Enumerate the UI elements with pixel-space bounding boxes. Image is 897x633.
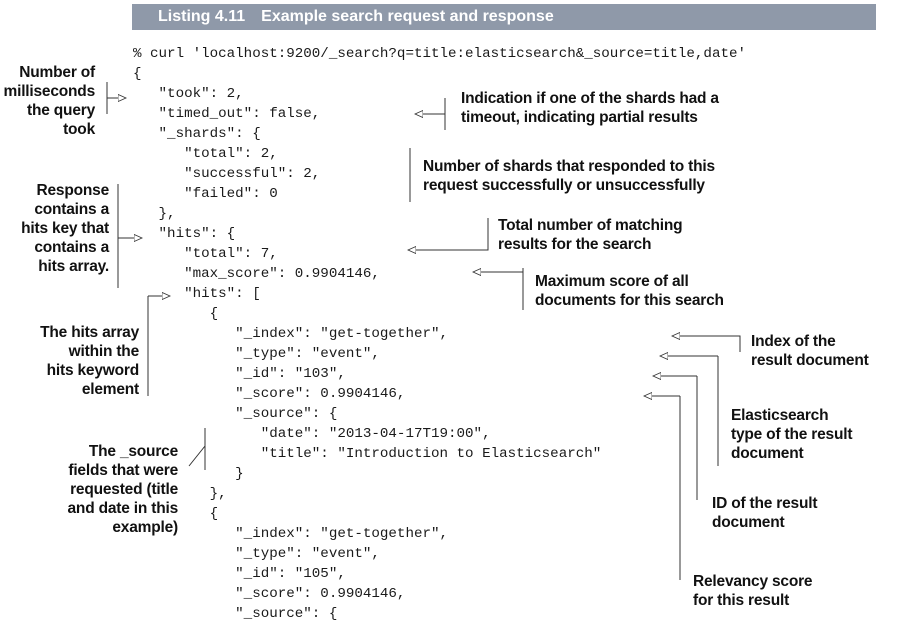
callout-took	[106, 82, 126, 114]
code-line: "total": 2,	[133, 146, 278, 162]
note-max-score: Maximum score of all documents for this s…	[535, 272, 724, 310]
annotation-line: Elasticsearch	[731, 407, 829, 424]
annotation-line: document	[731, 445, 804, 462]
annotation-line: Total number of matching	[498, 217, 683, 234]
annotation-line: for this result	[693, 592, 790, 609]
code-line: "hits": {	[133, 226, 236, 242]
callout-hits-key	[117, 184, 142, 288]
note-timed-out: Indication if one of the shards had a tim…	[461, 89, 719, 127]
note-took: Number of milliseconds the query took	[0, 63, 96, 139]
annotation-line: The _source	[88, 443, 178, 460]
code-line: "_source": {	[133, 406, 338, 422]
annotation-line: request successfully or unsuccessfully	[423, 177, 705, 194]
annotation-line: document	[712, 514, 785, 531]
code-line: "max_score": 0.9904146,	[133, 266, 380, 282]
code-line: "_type": "event",	[133, 346, 380, 362]
note-score: Relevancy score for this result	[693, 572, 813, 610]
code-line: "_index": "get-together",	[133, 326, 449, 342]
annotation-line: ID of the result	[712, 495, 818, 512]
listing-number: Listing 4.11	[158, 8, 246, 25]
annotation-line: Number of	[19, 64, 95, 81]
annotation-line: took	[63, 121, 95, 138]
annotation-line: hits key that	[21, 220, 109, 237]
note-index: Index of the result document	[751, 332, 869, 370]
annotation-line: Number of shards that responded to this	[423, 158, 715, 175]
annotation-line: within the	[68, 343, 140, 360]
annotation-line: documents for this search	[535, 292, 724, 309]
annotation-line: contains a	[34, 201, 109, 218]
annotation-line: requested (title	[70, 481, 178, 498]
annotation-line: and date in this	[67, 500, 179, 517]
annotation-line: fields that were	[68, 462, 178, 479]
annotation-line: the query	[27, 102, 95, 119]
code-line: "_type": "event",	[133, 546, 380, 562]
code-line: "_source": {	[133, 606, 338, 622]
code-line: "took": 2,	[133, 86, 244, 102]
callout-score	[644, 396, 681, 580]
annotation-line: example)	[112, 519, 178, 536]
code-line: "_shards": {	[133, 126, 261, 142]
annotation-line: hits keyword	[46, 362, 140, 379]
annotation-line: results for the search	[498, 236, 652, 253]
annotation-line: timeout, indicating partial results	[461, 109, 698, 126]
curl-command: % curl 'localhost:9200/_search?q=title:e…	[133, 46, 746, 62]
callout-index	[672, 336, 741, 352]
listing-title: Example search request and response	[261, 8, 554, 25]
annotation-line: Relevancy score	[693, 573, 813, 590]
callout-id	[653, 376, 698, 500]
code-line: },	[133, 486, 227, 502]
code-line: "timed_out": false,	[133, 106, 321, 122]
code-line: {	[133, 306, 219, 322]
annotation-line: element	[81, 381, 139, 398]
annotation-line: milliseconds	[3, 83, 96, 100]
annotation-line: Maximum score of all	[535, 273, 689, 290]
note-type: Elasticsearch type of the result document	[731, 406, 852, 463]
annotation-line: hits array.	[38, 258, 109, 275]
listing-header: Listing 4.11 Example search request and …	[132, 4, 876, 30]
code-line: "_score": 0.9904146,	[133, 586, 406, 602]
annotation-line: The hits array	[40, 324, 139, 341]
callout-max-score	[473, 268, 524, 310]
code-line: {	[133, 506, 219, 522]
code-line: },	[133, 206, 176, 222]
code-line: "hits": [	[133, 286, 261, 302]
callout-type	[660, 356, 719, 466]
annotation-line: Indication if one of the shards had a	[461, 90, 719, 107]
callout-timed-out	[415, 98, 446, 130]
code-line: {	[133, 66, 142, 82]
annotation-line: contains a	[34, 239, 109, 256]
code-line: "successful": 2,	[133, 166, 321, 182]
note-hits-array: The hits array within the hits keyword elem…	[0, 323, 139, 399]
callout-hits-array	[147, 296, 170, 396]
code-line: "_score": 0.9904146,	[133, 386, 406, 402]
annotation-line: Response	[36, 182, 110, 199]
code-line: "total": 7,	[133, 246, 278, 262]
note-hits-key: Response contains a hits key that contains …	[0, 181, 109, 276]
callout-total	[408, 218, 489, 250]
note-total: Total number of matching results for the …	[498, 216, 683, 254]
code-line: "failed": 0	[133, 186, 278, 202]
code-line: "_id": "103",	[133, 366, 346, 382]
note-id: ID of the result document	[712, 494, 818, 532]
code-line: "_id": "105",	[133, 566, 346, 582]
note-shards: Number of shards that responded to this r…	[423, 157, 715, 195]
code-line: "date": "2013-04-17T19:00",	[133, 426, 491, 442]
annotation-line: Index of the	[751, 333, 836, 350]
callout-source	[188, 428, 206, 470]
code-line: }	[133, 466, 244, 482]
code-line: "_index": "get-together",	[133, 526, 449, 542]
code-line: "title": "Introduction to Elasticsearch"	[133, 446, 602, 462]
annotation-line: result document	[751, 352, 869, 369]
annotation-line: type of the result	[731, 426, 853, 443]
